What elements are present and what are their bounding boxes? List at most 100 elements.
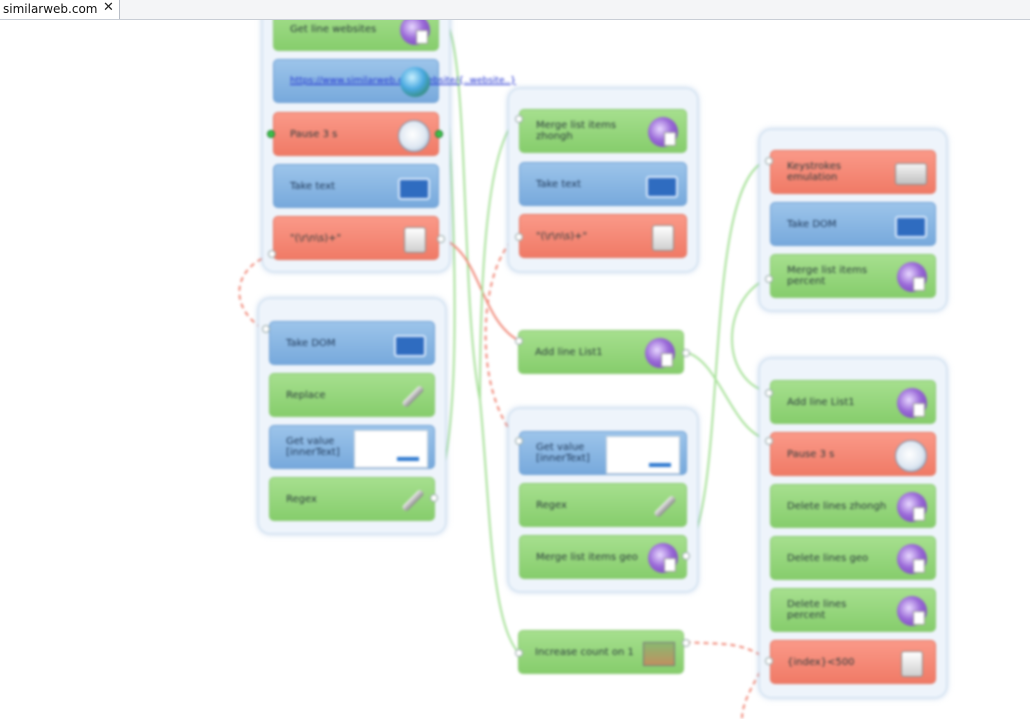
action-block[interactable]: Pause 3 s	[273, 112, 439, 156]
action-group[interactable]: Add line List1 Pause 3 s Delete lines zh…	[759, 358, 947, 698]
action-label: Get line websites	[290, 23, 377, 35]
action-label: {index}<500	[787, 656, 855, 668]
connection-port[interactable]	[262, 325, 270, 333]
pin-icon	[648, 491, 678, 521]
clock-icon	[895, 440, 927, 472]
link-g1-to-g6	[441, 17, 519, 653]
link-g1-to-g2	[238, 254, 271, 331]
action-label: Add line List1	[787, 396, 855, 408]
link-s1-to-g6	[684, 351, 769, 441]
action-label: Take DOM	[286, 337, 336, 349]
keyboard-icon	[895, 163, 927, 185]
action-label: Take text	[536, 178, 582, 190]
action-block[interactable]: Delete lines geo	[770, 536, 936, 580]
action-group[interactable]: Take DOM Replace Get value [innerText] R…	[258, 298, 446, 534]
action-block[interactable]: Merge list items zhongh	[519, 109, 687, 153]
link-g6-down	[741, 671, 761, 719]
action-label: Delete lines percent	[787, 599, 847, 621]
action-label: Get value [innerText]	[286, 436, 340, 458]
action-label: "(\r\n\s)+"	[536, 230, 588, 242]
action-label: Merge list items zhongh	[536, 120, 617, 142]
disc-list-icon	[897, 262, 927, 292]
action-block[interactable]: Delete lines zhongh	[770, 484, 936, 528]
connection-port[interactable]	[765, 275, 773, 283]
connection-port[interactable]	[765, 157, 773, 165]
disc-list-icon	[648, 117, 678, 147]
disc-list-icon	[897, 544, 927, 574]
action-block[interactable]: Get value [innerText]	[269, 425, 435, 469]
connection-port[interactable]	[765, 389, 773, 397]
action-label: Get value [innerText]	[536, 442, 590, 464]
action-label: "(\r\n\s)+"	[290, 232, 342, 244]
connection-port[interactable]	[515, 437, 523, 445]
disc-list-icon	[897, 388, 927, 418]
action-block[interactable]: Delete lines percent	[770, 588, 936, 632]
connection-port[interactable]	[682, 552, 690, 560]
action-label: Pause 3 s	[787, 448, 835, 460]
connection-port[interactable]	[437, 235, 445, 243]
globe-icon	[400, 67, 430, 97]
connection-port[interactable]	[515, 115, 523, 123]
action-label: Delete lines geo	[787, 552, 869, 564]
action-block[interactable]: Increase count on 1	[518, 630, 684, 674]
number-icon	[404, 227, 426, 253]
html-icon	[394, 335, 426, 357]
connection-port[interactable]	[682, 639, 690, 647]
action-label: Delete lines zhongh	[787, 500, 887, 512]
green-port[interactable]	[435, 130, 443, 138]
url-link[interactable]: https://www.similarweb.com/website/{..we…	[290, 60, 516, 102]
connection-port[interactable]	[515, 649, 523, 657]
disc-list-icon	[645, 338, 675, 368]
action-block[interactable]: Keystrokes emulation	[770, 150, 936, 194]
action-block[interactable]: Add line List1	[770, 380, 936, 424]
green-port[interactable]	[267, 130, 275, 138]
action-group[interactable]: Keystrokes emulation Take DOM Merge list…	[759, 129, 947, 311]
link-g4-to-g5	[684, 159, 769, 556]
action-group[interactable]: Get value [innerText] Regex Merge list i…	[508, 408, 698, 592]
action-block[interactable]: {index}<500	[770, 640, 936, 684]
action-group[interactable]: Merge list items zhongh Take text "(\r\n…	[508, 88, 698, 272]
preview-thumbnail	[606, 436, 680, 474]
html-icon	[398, 178, 430, 200]
action-block[interactable]: Take DOM	[269, 321, 435, 365]
preview-thumbnail	[354, 430, 428, 468]
action-block[interactable]: Regex	[269, 477, 435, 521]
action-block[interactable]: Add line List1	[518, 330, 684, 374]
browser-tab[interactable]: similarweb.com ✕	[0, 0, 120, 19]
connection-port[interactable]	[682, 349, 690, 357]
connection-port[interactable]	[430, 494, 438, 502]
action-block[interactable]: Merge list items geo	[519, 535, 687, 579]
action-block[interactable]: Take text	[519, 162, 687, 206]
connection-port[interactable]	[765, 657, 773, 665]
pin-icon	[396, 381, 426, 411]
action-block[interactable]: "(\r\n\s)+"	[519, 214, 687, 258]
action-block[interactable]: Merge list items percent	[770, 254, 936, 298]
action-block[interactable]: Replace	[269, 373, 435, 417]
clock-icon	[398, 120, 430, 152]
pin-icon	[396, 485, 426, 515]
action-label: Take DOM	[787, 218, 837, 230]
disc-list-icon	[897, 492, 927, 522]
number-icon	[901, 651, 923, 677]
connection-port[interactable]	[268, 250, 276, 258]
action-block[interactable]: Get value [innerText]	[519, 431, 687, 475]
action-group[interactable]: Get line websites https://www.similarweb…	[262, 0, 516, 272]
action-label: Increase count on 1	[535, 646, 634, 658]
action-block[interactable]: Regex	[519, 483, 687, 527]
action-label: Keystrokes emulation	[787, 161, 842, 183]
action-block[interactable]: Take DOM	[770, 202, 936, 246]
action-block[interactable]: "(\r\n\s)+"	[273, 216, 439, 260]
action-block[interactable]: Pause 3 s	[770, 432, 936, 476]
html-icon	[646, 176, 678, 198]
number-icon	[652, 225, 674, 251]
action-block[interactable]: Take text	[273, 164, 439, 208]
connection-port[interactable]	[515, 233, 523, 241]
action-label: Merge list items percent	[787, 265, 868, 287]
close-icon[interactable]: ✕	[103, 0, 114, 15]
html-icon	[895, 216, 927, 238]
action-block[interactable]: https://www.similarweb.com/website/{..we…	[273, 59, 516, 103]
connection-port[interactable]	[515, 337, 523, 345]
action-label: Pause 3 s	[290, 128, 338, 140]
connection-port[interactable]	[765, 437, 773, 445]
